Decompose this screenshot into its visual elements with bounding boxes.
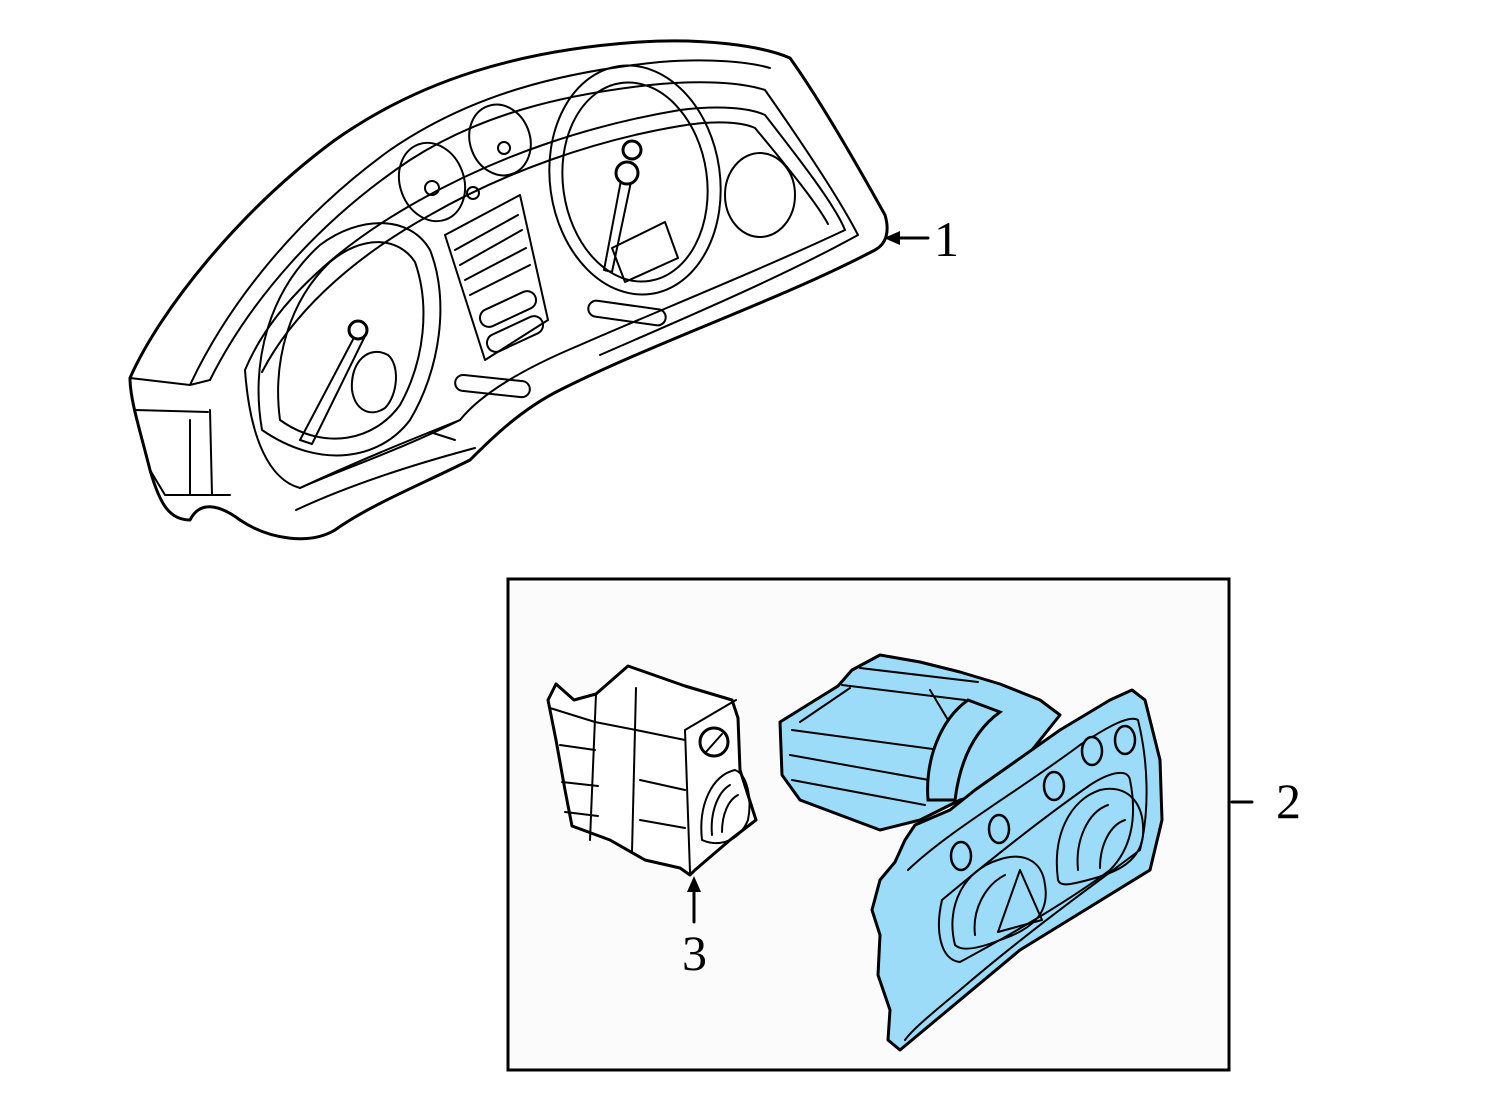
cluster-hood-line <box>209 81 859 381</box>
climate-dial-left-detail <box>973 869 1043 936</box>
speedometer-face <box>277 241 425 440</box>
climate-knob-3 <box>1042 770 1066 802</box>
cluster-top-edge <box>189 59 771 386</box>
speedometer-bezel <box>257 222 442 457</box>
climate-housing-collar <box>926 698 1004 802</box>
climate-dial-left <box>951 855 1047 950</box>
tachometer-gauge <box>548 64 722 296</box>
climate-knob-1 <box>949 840 973 872</box>
speedometer-subdial <box>350 350 397 414</box>
cluster-bezel <box>244 106 846 489</box>
switch-module-edges <box>549 687 737 873</box>
temp-gauge <box>468 103 532 177</box>
cluster-left-side <box>129 377 231 496</box>
center-display-button-top <box>478 290 538 328</box>
climate-faceplate-inner <box>938 771 1135 963</box>
center-display-lines <box>454 214 531 296</box>
cluster-bezel-inner <box>261 121 829 373</box>
center-display <box>444 194 549 361</box>
climate-dial-right-detail <box>1076 804 1126 871</box>
fuel-gauge <box>397 141 467 223</box>
climate-knob-2 <box>987 813 1011 845</box>
climate-dial-right <box>1055 787 1145 886</box>
climate-faceplate <box>870 688 1164 1052</box>
indicator-slot-right <box>587 299 667 327</box>
cluster-lower-trim <box>295 419 476 511</box>
climate-faceplate-bezel <box>904 717 1148 1041</box>
climate-housing-ribs <box>789 667 979 806</box>
callout-3-arrowhead <box>687 876 701 892</box>
switch-module-knob-mark <box>705 733 723 753</box>
indicator-slot-left <box>454 373 531 399</box>
tachometer-face <box>561 81 709 283</box>
tachometer-bezel <box>548 64 722 296</box>
climate-knob-5 <box>1113 724 1137 756</box>
tachometer-hub <box>614 160 640 186</box>
cluster-housing-outline <box>128 39 889 541</box>
switch-module-dial-lines <box>710 784 739 836</box>
center-display-frame <box>444 194 549 361</box>
fuel-gauge-hub <box>424 180 440 196</box>
callout-1-arrowhead <box>884 231 900 245</box>
callout-2: 2 <box>1230 773 1301 829</box>
switch-module[interactable] <box>546 664 758 877</box>
instrument-cluster[interactable] <box>128 39 889 541</box>
tachometer-hub-cap <box>621 139 643 161</box>
right-gauge <box>724 152 796 238</box>
climate-knob-4 <box>1080 735 1104 767</box>
climate-control-assembly[interactable] <box>778 653 1164 1052</box>
center-display-button-bottom <box>485 315 545 353</box>
callout-3-label: 3 <box>682 925 707 981</box>
small-gauges <box>397 103 532 223</box>
switch-module-dial <box>700 769 751 845</box>
indicator-light <box>466 186 480 200</box>
callout-2-label: 2 <box>1276 773 1301 829</box>
callout-1-label: 1 <box>934 211 959 267</box>
temp-gauge-hub <box>497 141 511 155</box>
callout-3: 3 <box>682 876 707 981</box>
speedometer-hub <box>347 319 369 341</box>
callout-1: 1 <box>884 211 959 267</box>
tachometer-display <box>611 221 679 283</box>
speedometer-gauge <box>257 222 442 457</box>
